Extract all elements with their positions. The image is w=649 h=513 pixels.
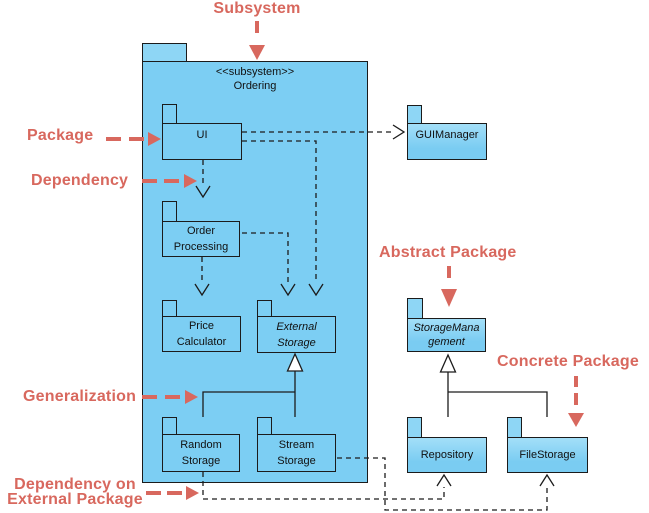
anno-arrowhead-dep-external: [186, 486, 199, 500]
triangle-storage-management: [439, 353, 457, 373]
package-price-calculator-label: Price Calculator: [162, 316, 241, 352]
package-file-storage-tab: [507, 417, 522, 437]
package-stream-storage-tab: [257, 417, 272, 434]
arrowhead-right-guimanager: [392, 124, 406, 140]
annotation-generalization: Generalization: [23, 388, 137, 405]
annotation-dependency-external: Dependency on External Package: [7, 476, 143, 508]
annotation-abstract-package: Abstract Package: [379, 244, 517, 261]
subsystem-caption: <<subsystem>> Ordering: [142, 65, 368, 93]
annotation-concrete-package: Concrete Package: [497, 353, 639, 370]
package-repository-label: Repository: [407, 437, 487, 473]
package-stream-storage-label: Stream Storage: [257, 434, 336, 472]
package-order-processing-label: Order Processing: [162, 221, 240, 257]
annotation-package: Package: [27, 127, 94, 144]
package-repository-tab: [407, 417, 422, 437]
anno-arrowhead-subsystem: [249, 45, 265, 60]
package-random-storage-label: Random Storage: [162, 434, 240, 472]
package-order-processing-tab: [162, 201, 177, 221]
subsystem-package-tab: [142, 43, 187, 61]
package-external-storage-label: External Storage: [257, 316, 336, 353]
generalization-packages-to-storage-management: [447, 372, 548, 417]
package-storage-management-label: StorageManagement: [407, 318, 486, 352]
annotation-subsystem: Subsystem: [213, 0, 301, 17]
arrowhead-up-repository: [436, 473, 452, 487]
package-price-calculator-tab: [162, 300, 177, 316]
package-random-storage-tab: [162, 417, 177, 434]
package-external-storage-tab: [257, 300, 272, 316]
package-gui-manager-label: GUIManager: [407, 123, 487, 160]
annotation-dependency: Dependency: [31, 172, 129, 189]
package-ui-tab: [162, 104, 177, 123]
package-file-storage-label: FileStorage: [507, 437, 588, 473]
arrowhead-up-filestorage: [539, 473, 555, 487]
package-storage-management-tab: [407, 298, 423, 318]
anno-arrowhead-concrete: [568, 413, 584, 427]
package-ui-label: UI: [162, 123, 242, 160]
subsystem-name: Ordering: [233, 80, 277, 92]
subsystem-stereotype: <<subsystem>>: [215, 66, 295, 78]
package-gui-manager-tab: [407, 105, 422, 123]
anno-arrowhead-abstract: [441, 289, 457, 307]
